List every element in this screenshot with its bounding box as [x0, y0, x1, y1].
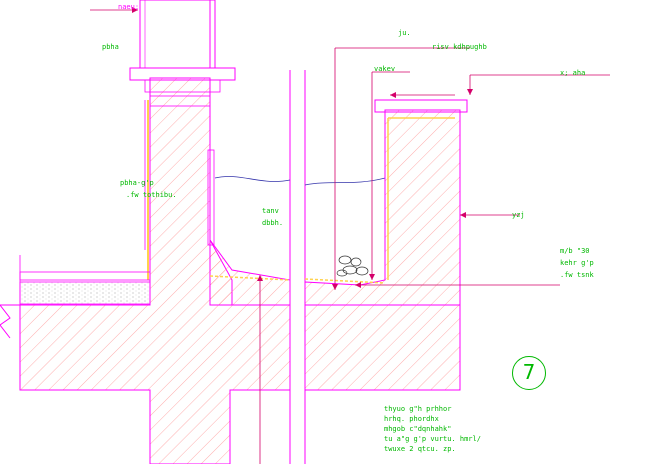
label-risv: risv kdhpughb [432, 43, 487, 51]
arrowheads [132, 7, 473, 290]
label-spec-2: kehr g'p [560, 259, 594, 267]
left-wall-concrete [19, 77, 291, 464]
floor-finish [19, 271, 151, 281]
screed [19, 281, 151, 305]
label-top: naeu; [118, 3, 140, 11]
leader-lines [90, 9, 610, 464]
label-x-aha: x; aha [560, 69, 586, 77]
label-spec-3: .fw tsnk [560, 271, 594, 279]
label-center-1: tanv [262, 207, 279, 215]
note-line: tu a"g g'p vurtu. hmrl/ [384, 435, 481, 443]
notes-block: thyuo g"h prhhor hrhq. phordhx mhgob c"d… [384, 404, 481, 454]
right-slab [304, 109, 461, 391]
detail-number: 7 [512, 356, 546, 390]
sill-lower [144, 79, 221, 93]
label-center-2: dbbh. [262, 219, 284, 227]
label-yzj: yzj [512, 211, 525, 219]
label-vakev: vakev [374, 65, 396, 73]
drain-infill [304, 278, 386, 284]
upper-wall [139, 0, 216, 69]
drain-slope [209, 238, 291, 306]
label-left-mid-1: pbha-g'p [120, 179, 154, 187]
note-line: mhgob c"dqnhahk" [384, 425, 452, 433]
label-spec-1: m/b "30 [560, 247, 590, 255]
note-line: twuxe 2 qtcu. zp. [384, 445, 456, 453]
coping [374, 99, 468, 113]
note-line: hrhq. phordhx [384, 415, 439, 423]
water-line [214, 176, 386, 186]
upper-wall-inner [144, 0, 211, 69]
drain-infill [209, 275, 291, 281]
gravel [336, 255, 369, 277]
label-left-upper: pbha [102, 43, 119, 51]
label-left-mid-2: .fw tothibu. [126, 191, 177, 199]
label-ju: ju. [398, 29, 411, 37]
note-line: thyuo g"h prhhor [384, 405, 452, 413]
flashing [207, 149, 215, 246]
break-line [0, 304, 11, 339]
